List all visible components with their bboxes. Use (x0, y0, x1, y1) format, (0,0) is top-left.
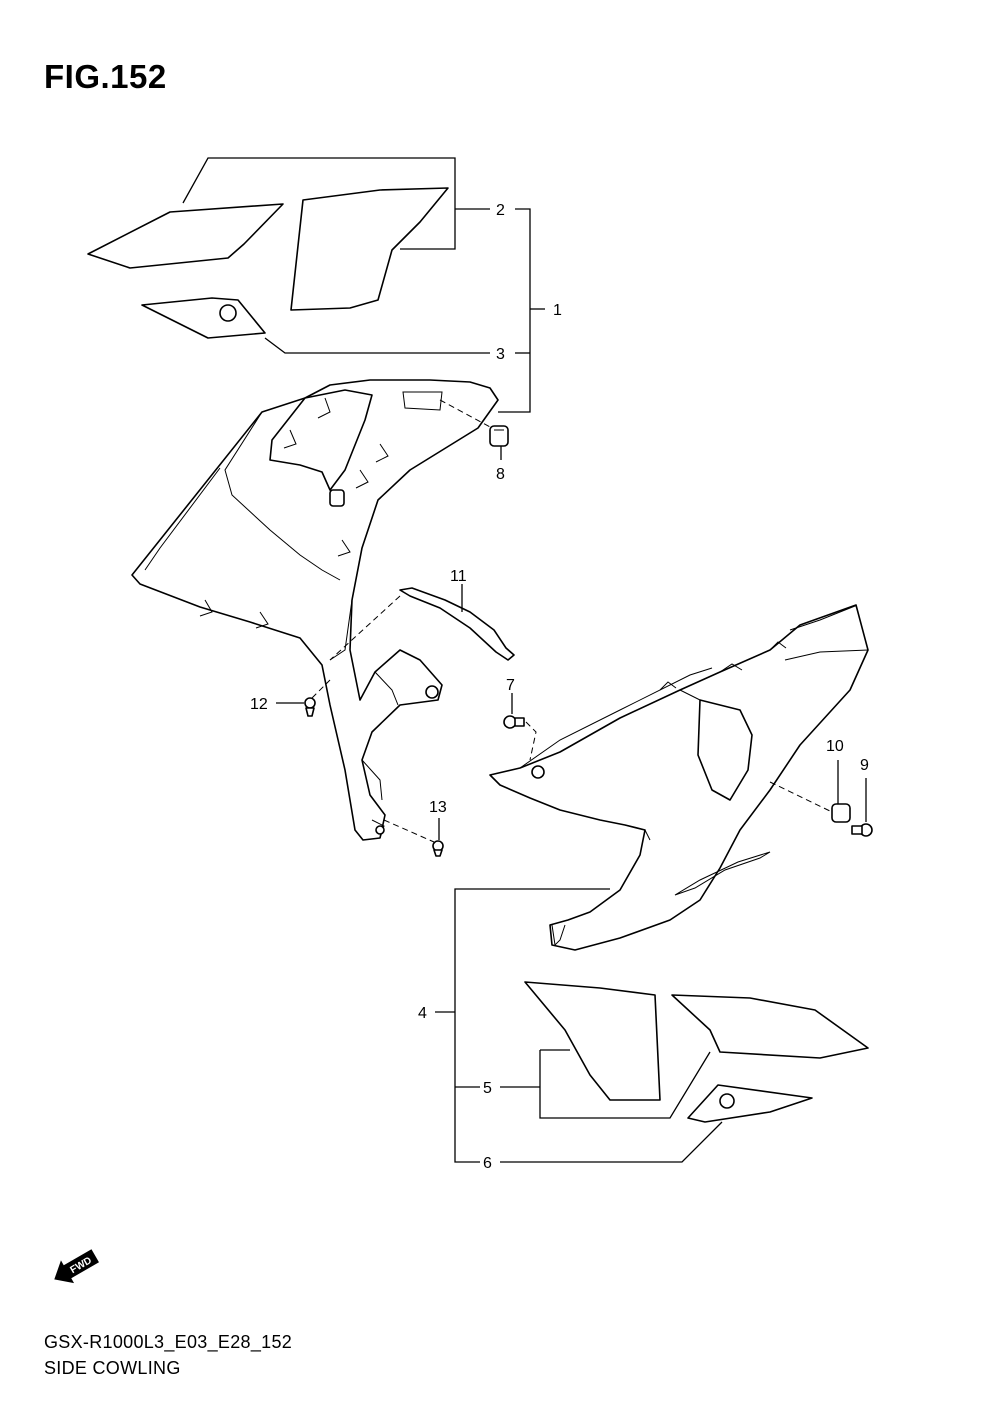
callout-5: 5 (483, 1080, 492, 1097)
decal-badge-emblem (219, 304, 237, 322)
screw-part-13 (383, 818, 444, 857)
forward-direction-arrow-icon: FWD (54, 1249, 99, 1284)
fwd-label: FWD (69, 1255, 94, 1276)
trim-strip-part-11 (329, 584, 515, 661)
upper-cowl-body (131, 379, 499, 841)
upper-side-cowl (131, 379, 499, 841)
figure-name: SIDE COWLING (44, 1358, 181, 1378)
decal-upper-panel (290, 187, 449, 311)
decal-lower-panel (524, 981, 661, 1101)
upper-cowl-window (269, 389, 373, 491)
screw-part-12 (276, 679, 331, 717)
decal-lower-stripe (671, 994, 869, 1059)
callout-11: 11 (450, 568, 467, 585)
callout-8: 8 (496, 466, 505, 483)
callout-labels: 1 2 3 4 5 6 7 8 9 10 11 12 13 (250, 202, 869, 1172)
leader-lines-lower (435, 888, 723, 1163)
lower-side-cowl (489, 604, 869, 951)
figure-title: FIG.152 (44, 58, 167, 95)
decal-upper-left-stripe (87, 203, 284, 269)
decal-lower-badge (141, 297, 266, 339)
decal-lower-emblem (719, 1093, 735, 1109)
figure-code: GSX-R1000L3_E03_E28_152 (44, 1332, 293, 1352)
callout-4: 4 (418, 1005, 427, 1022)
screw-part-9 (851, 778, 873, 837)
callout-12: 12 (250, 696, 268, 713)
decal-lower-badge (687, 1084, 813, 1123)
decal-set-lower (524, 981, 869, 1123)
lower-cowl-body (489, 604, 869, 951)
callout-7: 7 (506, 677, 515, 694)
callout-10: 10 (826, 738, 844, 755)
callout-13: 13 (429, 799, 447, 816)
callout-6: 6 (483, 1155, 492, 1172)
callout-2: 2 (496, 202, 505, 219)
grommet-part-8 (439, 399, 509, 460)
callout-9: 9 (860, 757, 869, 774)
grommet-part-10 (769, 760, 851, 823)
decal-set-upper (87, 187, 449, 339)
screw-part-7 (503, 693, 537, 761)
callout-3: 3 (496, 346, 505, 363)
callout-1: 1 (553, 302, 562, 319)
leader-lines-upper (182, 157, 545, 413)
lower-cowl-vent (697, 699, 753, 801)
